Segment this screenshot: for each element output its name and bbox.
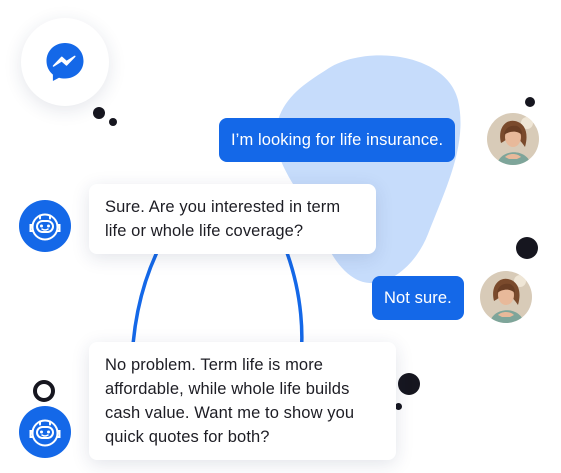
bot-avatar xyxy=(19,200,71,252)
bot-avatar xyxy=(19,406,71,458)
decor-dot xyxy=(395,403,402,410)
bot-message-bubble: Sure. Are you interested in term life or… xyxy=(89,184,376,254)
user-photo xyxy=(480,271,532,323)
messenger-icon xyxy=(46,43,84,81)
user-message-bubble: I’m looking for life insurance. xyxy=(219,118,456,162)
user-avatar xyxy=(480,271,532,323)
decor-dot xyxy=(93,107,105,119)
bot-message-bubble: No problem. Term life is more affordable… xyxy=(89,342,396,460)
user-photo xyxy=(487,113,539,165)
decor-dot xyxy=(398,373,420,395)
user-message-bubble: Not sure. xyxy=(372,276,464,320)
messenger-badge xyxy=(21,18,109,106)
user-avatar xyxy=(487,113,539,165)
decor-dot xyxy=(109,118,117,126)
decor-dot xyxy=(516,237,538,259)
robot-icon xyxy=(29,213,61,241)
robot-icon xyxy=(29,419,61,447)
decor-dot xyxy=(525,97,535,107)
decor-ring xyxy=(33,380,55,402)
